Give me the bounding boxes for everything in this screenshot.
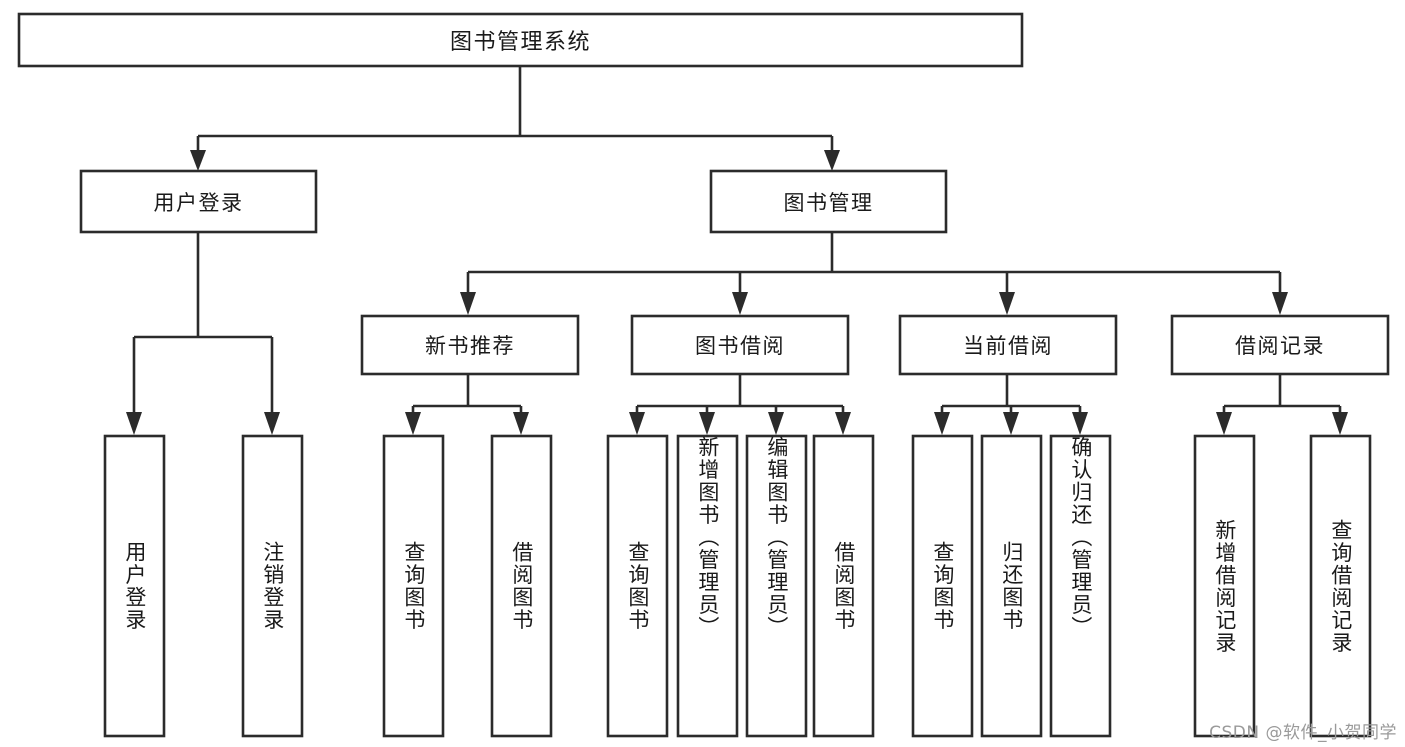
arrowhead-leaf-edit-book bbox=[768, 412, 784, 435]
arrowhead-leaf-return-book bbox=[1003, 412, 1019, 435]
node-leaf-query-book-3[interactable] bbox=[911, 434, 974, 738]
connector-layer bbox=[126, 66, 1348, 435]
node-leaf-return-book[interactable] bbox=[980, 434, 1043, 738]
node-user-login[interactable] bbox=[79, 169, 318, 234]
arrowhead-leaf-query-book-3 bbox=[934, 412, 950, 435]
arrowhead-book-manage bbox=[824, 150, 840, 171]
node-leaf-add-book[interactable] bbox=[676, 434, 739, 738]
arrowhead-leaf-user-login bbox=[126, 412, 142, 435]
arrowhead-leaf-confirm-return bbox=[1072, 412, 1088, 435]
node-book-borrow[interactable] bbox=[630, 314, 850, 376]
arrowhead-borrow-record bbox=[1272, 292, 1288, 315]
arrowhead-user-login bbox=[190, 150, 206, 171]
arrowhead-leaf-logout bbox=[264, 412, 280, 435]
node-leaf-borrow-book-2[interactable] bbox=[812, 434, 875, 738]
node-leaf-borrow-book-1[interactable] bbox=[490, 434, 553, 738]
node-leaf-edit-book[interactable] bbox=[745, 434, 808, 738]
arrowhead-leaf-query-book-1 bbox=[405, 412, 421, 435]
arrowhead-leaf-add-record bbox=[1216, 412, 1232, 435]
node-new-book-recommend[interactable] bbox=[360, 314, 580, 376]
node-leaf-query-book-2[interactable] bbox=[606, 434, 669, 738]
node-leaf-confirm-return[interactable] bbox=[1049, 434, 1112, 738]
arrowhead-leaf-add-book bbox=[699, 412, 715, 435]
arrowhead-book-borrow bbox=[732, 292, 748, 315]
node-borrow-record[interactable] bbox=[1170, 314, 1390, 376]
node-current-borrow[interactable] bbox=[898, 314, 1118, 376]
arrowhead-leaf-query-record bbox=[1332, 412, 1348, 435]
arrowhead-leaf-query-book-2 bbox=[629, 412, 645, 435]
node-leaf-logout[interactable] bbox=[241, 434, 304, 738]
arrowhead-current-borrow bbox=[999, 292, 1015, 315]
node-layer bbox=[17, 12, 1390, 738]
arrowhead-leaf-borrow-book-2 bbox=[835, 412, 851, 435]
node-leaf-query-book-1[interactable] bbox=[382, 434, 445, 738]
arrowhead-new-book-recommend bbox=[460, 292, 476, 315]
node-leaf-query-record[interactable] bbox=[1309, 434, 1372, 738]
node-leaf-user-login[interactable] bbox=[103, 434, 166, 738]
arrowhead-leaf-borrow-book-1 bbox=[513, 412, 529, 435]
node-book-manage[interactable] bbox=[709, 169, 948, 234]
node-leaf-add-record[interactable] bbox=[1193, 434, 1256, 738]
node-root[interactable] bbox=[17, 12, 1024, 68]
